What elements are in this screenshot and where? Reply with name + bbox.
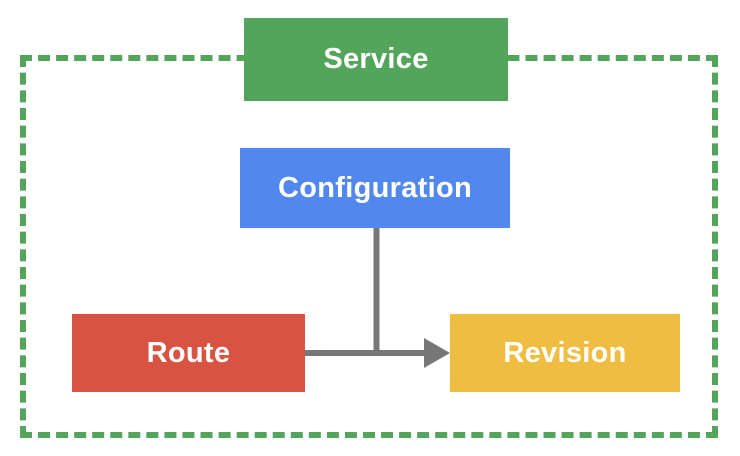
node-revision[interactable]: Revision [450,314,680,392]
node-configuration[interactable]: Configuration [240,148,510,228]
node-configuration-label: Configuration [278,171,472,204]
node-service-label: Service [323,43,429,75]
node-route[interactable]: Route [72,314,305,392]
node-route-label: Route [146,336,231,369]
node-revision-label: Revision [503,336,627,369]
connector-arrowhead-revision [424,338,450,368]
node-service[interactable]: Service [244,18,508,101]
